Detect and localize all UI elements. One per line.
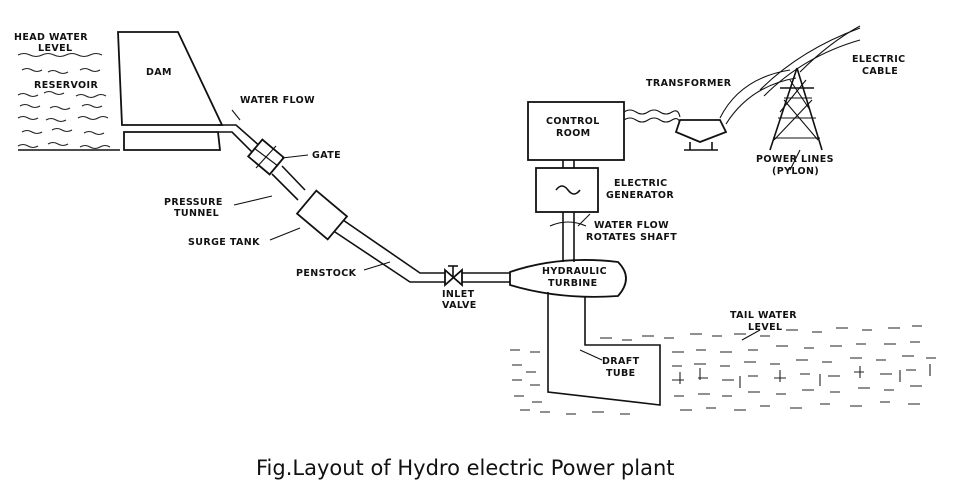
dam bbox=[117, 31, 224, 151]
figure-caption: Fig.Layout of Hydro electric Power plant bbox=[256, 456, 675, 480]
leader-lines bbox=[231, 109, 801, 361]
control-room-box bbox=[527, 101, 625, 161]
electric-label: ELECTRIC bbox=[614, 178, 668, 189]
pylon bbox=[769, 67, 823, 151]
cable-label: CABLE bbox=[862, 66, 898, 77]
gate-valve bbox=[246, 138, 286, 176]
valve-label: VALVE bbox=[442, 300, 477, 311]
hydraulic-label: HYDRAULIC bbox=[542, 266, 607, 277]
tail-water-label: TAIL WATER bbox=[730, 310, 797, 321]
electric-cable-label-1: ELECTRIC bbox=[852, 54, 906, 65]
inlet-valve bbox=[444, 265, 463, 287]
gate-label: GATE bbox=[312, 150, 341, 161]
reservoir-water bbox=[17, 52, 120, 151]
head-water-level-label: LEVEL bbox=[38, 43, 72, 54]
water-flow-shaft-label: WATER FLOW bbox=[594, 220, 669, 231]
wires bbox=[623, 109, 681, 124]
reservoir-label: RESERVOIR bbox=[34, 80, 98, 91]
water-flow-label: WATER FLOW bbox=[240, 95, 315, 106]
generator-symbol bbox=[555, 185, 581, 195]
rotates-shaft-label: ROTATES SHAFT bbox=[586, 232, 677, 243]
pylon-label: (PYLON) bbox=[772, 166, 819, 177]
pressure-label: PRESSURE bbox=[164, 197, 223, 208]
draft-tube bbox=[547, 292, 661, 406]
tail-water bbox=[510, 325, 936, 415]
tunnel-label: TUNNEL bbox=[174, 208, 219, 219]
power-lines-label: POWER LINES bbox=[756, 154, 834, 165]
surge-tank-label: SURGE TANK bbox=[188, 237, 260, 248]
head-water-label: HEAD WATER bbox=[14, 32, 88, 43]
hydraulic-turbine bbox=[509, 259, 627, 298]
electric-cables bbox=[759, 25, 861, 97]
penstock-label: PENSTOCK bbox=[296, 268, 357, 279]
room-label: ROOM bbox=[556, 128, 591, 139]
tail-water-level-label: LEVEL bbox=[748, 322, 782, 333]
generator-label: GENERATOR bbox=[606, 190, 674, 201]
draft-label: DRAFT bbox=[602, 356, 640, 367]
turbine-label: TURBINE bbox=[548, 278, 598, 289]
transformer-label: TRANSFORMER bbox=[646, 78, 732, 89]
control-label: CONTROL bbox=[546, 116, 600, 127]
tube-label: TUBE bbox=[606, 368, 636, 379]
pressure-tunnel-penstock bbox=[218, 124, 512, 283]
inlet-label: INLET bbox=[442, 289, 475, 300]
dam-label: DAM bbox=[146, 67, 172, 78]
surge-tank bbox=[295, 189, 349, 241]
